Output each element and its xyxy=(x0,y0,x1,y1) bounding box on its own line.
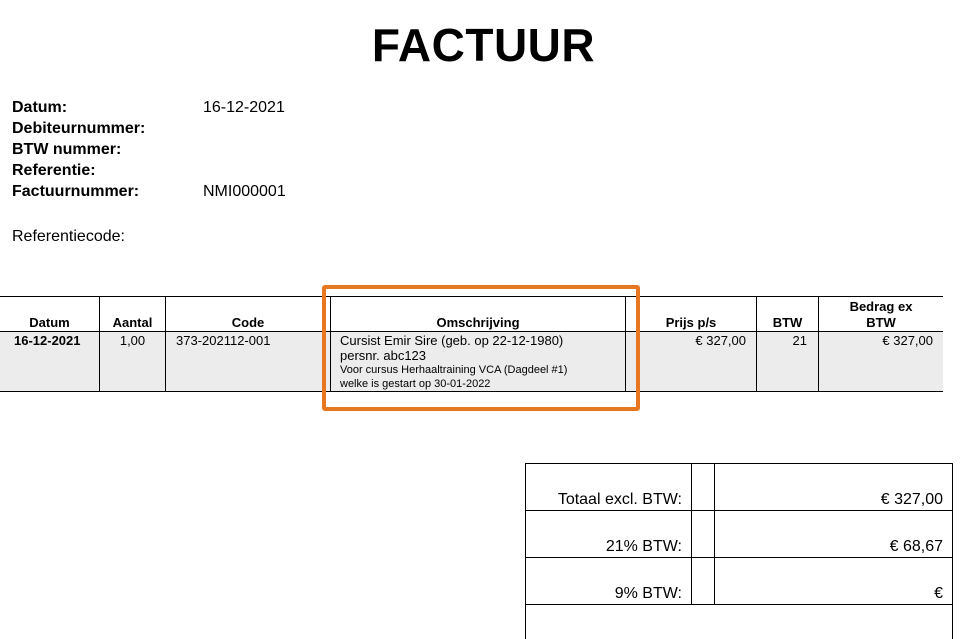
header-datum: Datum xyxy=(29,315,70,330)
omschrijving-highlight-box xyxy=(322,285,640,411)
header-code: Code xyxy=(231,315,265,330)
totals-col-divider xyxy=(691,463,692,604)
row-omschrijving-line1: Cursist Emir Sire (geb. op 22-12-1980) xyxy=(340,333,564,348)
btw21-label: 21% BTW: xyxy=(605,538,682,555)
totals-row-border xyxy=(525,557,953,558)
btw9-label: 9% BTW: xyxy=(614,585,682,602)
meta-datum-value: 16-12-2021 xyxy=(203,99,285,116)
totals-left-border xyxy=(525,463,526,639)
table-top-border xyxy=(0,296,943,297)
col-divider xyxy=(625,296,626,392)
col-divider xyxy=(165,296,166,392)
totals-box: Totaal excl. BTW: € 327,00 21% BTW: € 68… xyxy=(525,463,953,639)
table-bottom-border xyxy=(0,391,943,392)
totals-row-border xyxy=(525,604,953,605)
row-code: 373-202112-001 xyxy=(176,333,271,348)
totals-row-border xyxy=(525,510,953,511)
header-bedrag-line1: Bedrag ex xyxy=(849,299,913,314)
row-aantal: 1,00 xyxy=(119,333,146,348)
btw9-value: € xyxy=(934,585,943,602)
meta-referentie-label: Referentie: xyxy=(12,162,96,179)
meta-factuur-value: NMI000001 xyxy=(203,183,286,200)
header-aantal: Aantal xyxy=(112,315,153,330)
meta-btw-label: BTW nummer: xyxy=(12,141,122,158)
row-omschrijving-line3: Voor cursus Herhaaltraining VCA (Dagdeel… xyxy=(340,364,568,376)
row-btw: 21 xyxy=(792,333,807,348)
referentiecode-label: Referentiecode: xyxy=(12,228,125,245)
meta-datum-label: Datum: xyxy=(12,99,68,116)
header-bedrag-line2: BTW xyxy=(866,315,896,330)
row-bedrag: € 327,00 xyxy=(882,333,933,348)
header-omschrijving: Omschrijving xyxy=(436,315,520,330)
table-header-border xyxy=(0,331,943,332)
invoice-title: FACTUUR xyxy=(371,19,596,71)
row-omschrijving-line4: welke is gestart op 30-01-2022 xyxy=(340,378,491,390)
row-datum: 16-12-2021 xyxy=(14,333,81,348)
header-prijs: Prijs p/s xyxy=(665,315,717,330)
meta-debiteur-label: Debiteurnummer: xyxy=(12,120,146,137)
col-divider xyxy=(756,296,757,392)
totals-col-divider xyxy=(714,463,715,604)
line-items-table: Datum Aantal Code Omschrijving Prijs p/s… xyxy=(0,296,943,392)
totals-right-border xyxy=(952,463,953,639)
meta-factuur-label: Factuurnummer: xyxy=(12,183,140,200)
col-divider xyxy=(818,296,819,392)
col-divider xyxy=(99,296,100,392)
row-omschrijving-line2: persnr. abc123 xyxy=(340,348,427,363)
total-excl-value: € 327,00 xyxy=(880,491,943,508)
line-item-row-background xyxy=(0,332,943,392)
totals-top-border xyxy=(525,463,953,464)
total-excl-label: Totaal excl. BTW: xyxy=(557,491,682,508)
header-btw: BTW xyxy=(772,315,803,330)
row-prijs: € 327,00 xyxy=(695,333,746,348)
btw21-value: € 68,67 xyxy=(889,538,943,555)
col-divider xyxy=(330,296,331,392)
